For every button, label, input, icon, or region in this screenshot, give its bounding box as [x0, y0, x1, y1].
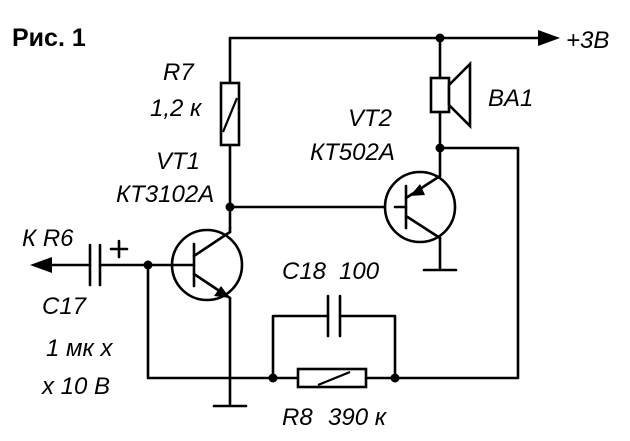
supply-label: +3В	[566, 27, 609, 54]
input-label: К R6	[22, 225, 74, 252]
capacitor-c17	[30, 239, 150, 287]
c17-value-line2: х 10 В	[41, 373, 110, 400]
c17-value-line1: 1 мк х	[46, 335, 113, 362]
r7-value: 1,2 к	[150, 95, 203, 122]
wire-output-feedback	[393, 146, 520, 380]
capacitor-c18	[271, 294, 397, 380]
emitter-arrow-icon	[214, 286, 230, 298]
r8-value: 390 к	[328, 404, 388, 431]
transistor-vt2	[383, 170, 457, 270]
supply-arrow-icon	[538, 30, 560, 46]
figure-title: Рис. 1	[12, 24, 86, 52]
c18-ref: C18	[282, 258, 327, 285]
r7-ref: R7	[163, 59, 195, 86]
r8-ref: R8	[282, 404, 313, 431]
speaker-icon	[447, 60, 472, 130]
vt1-ref: VT1	[156, 148, 200, 175]
input-arrow-icon	[30, 257, 52, 273]
vt1-part: КТ3102А	[116, 181, 214, 208]
vt2-ref: VT2	[348, 105, 392, 132]
ba1-ref: BA1	[488, 85, 533, 112]
supply-rail	[228, 30, 560, 46]
c17-ref: C17	[42, 293, 88, 320]
c18-value: 100	[339, 258, 380, 285]
speaker-ba1	[429, 36, 472, 178]
wire-base-feedback	[146, 263, 275, 380]
resistor-r8	[271, 367, 397, 389]
junction-dot	[435, 143, 445, 153]
emitter-arrow-icon	[410, 184, 425, 196]
resistor-r7	[219, 36, 241, 230]
vt2-part: КТ502А	[310, 139, 395, 166]
transistor-vt1	[146, 226, 244, 406]
